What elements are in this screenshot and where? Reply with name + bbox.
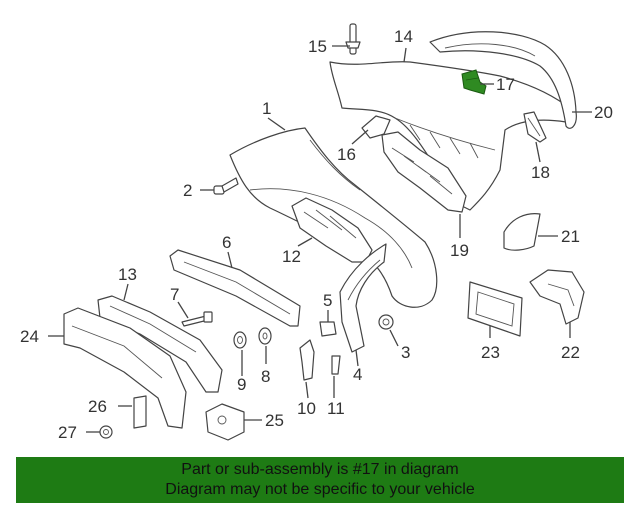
callout-labels: 1 2 3 4 5 6 7 8 9 10 11 12 13 14 15 16 1…: [20, 27, 613, 442]
callout-10: 10: [297, 399, 316, 418]
callout-27: 27: [58, 423, 77, 442]
part-20-edge-trim[interactable]: [429, 31, 577, 129]
callout-24: 24: [20, 327, 39, 346]
part-6-absorber[interactable]: [169, 249, 301, 327]
callout-23: 23: [481, 343, 500, 362]
part-16-clip[interactable]: [361, 115, 391, 139]
banner-line-part-info: Part or sub-assembly is #17 in diagram: [181, 461, 459, 478]
part-18-bracket[interactable]: [523, 111, 547, 143]
exploded-parts-diagram: 1 2 3 4 5 6 7 8 9 10 11 12 13 14 15 16 1…: [20, 23, 613, 442]
part-15-pin[interactable]: [345, 23, 361, 55]
part-26-plate[interactable]: [133, 395, 147, 429]
leader-lines: [48, 45, 592, 433]
part-17-bracket[interactable]: [461, 69, 487, 95]
part-24-reinforcement[interactable]: [63, 307, 187, 429]
callout-1: 1: [262, 99, 271, 118]
callout-22: 22: [561, 343, 580, 362]
callout-9: 9: [237, 375, 246, 394]
callout-16: 16: [337, 145, 356, 164]
part-4-side-bracket[interactable]: [339, 243, 387, 353]
callout-17: 17: [496, 75, 515, 94]
info-banner: Part or sub-assembly is #17 in diagram D…: [16, 457, 624, 503]
part-8-washer[interactable]: [258, 327, 272, 345]
callout-25: 25: [265, 411, 284, 430]
part-19-bracket[interactable]: [381, 131, 467, 213]
callout-14: 14: [394, 27, 413, 46]
callout-18: 18: [531, 163, 550, 182]
callout-3: 3: [401, 343, 410, 362]
part-7-bolt[interactable]: [181, 311, 213, 327]
part-3-nut[interactable]: [378, 314, 394, 330]
callout-4: 4: [353, 365, 362, 384]
part-22-bracket[interactable]: [529, 269, 585, 325]
callout-8: 8: [261, 367, 270, 386]
callout-5: 5: [323, 291, 332, 310]
callout-12: 12: [282, 247, 301, 266]
part-9-grommet[interactable]: [233, 331, 247, 349]
callout-20: 20: [594, 103, 613, 122]
callout-2: 2: [183, 181, 192, 200]
callout-6: 6: [222, 233, 231, 252]
part-11-clip[interactable]: [331, 355, 341, 375]
callout-26: 26: [88, 397, 107, 416]
callout-15: 15: [308, 37, 327, 56]
banner-line-disclaimer: Diagram may not be specific to your vehi…: [165, 481, 475, 498]
callout-21: 21: [561, 227, 580, 246]
part-21-cover[interactable]: [503, 213, 541, 251]
part-23-license-bracket[interactable]: [467, 281, 523, 337]
callout-19: 19: [450, 241, 469, 260]
callout-11: 11: [327, 399, 345, 418]
callout-13: 13: [118, 265, 137, 284]
part-10-bracket[interactable]: [299, 339, 315, 381]
part-27-nut[interactable]: [99, 425, 113, 439]
callout-7: 7: [170, 285, 179, 304]
part-25-tow-hook[interactable]: [205, 403, 245, 441]
part-14-valance[interactable]: [329, 61, 573, 211]
part-5-clip[interactable]: [319, 321, 337, 337]
part-2-bolt[interactable]: [213, 177, 239, 195]
